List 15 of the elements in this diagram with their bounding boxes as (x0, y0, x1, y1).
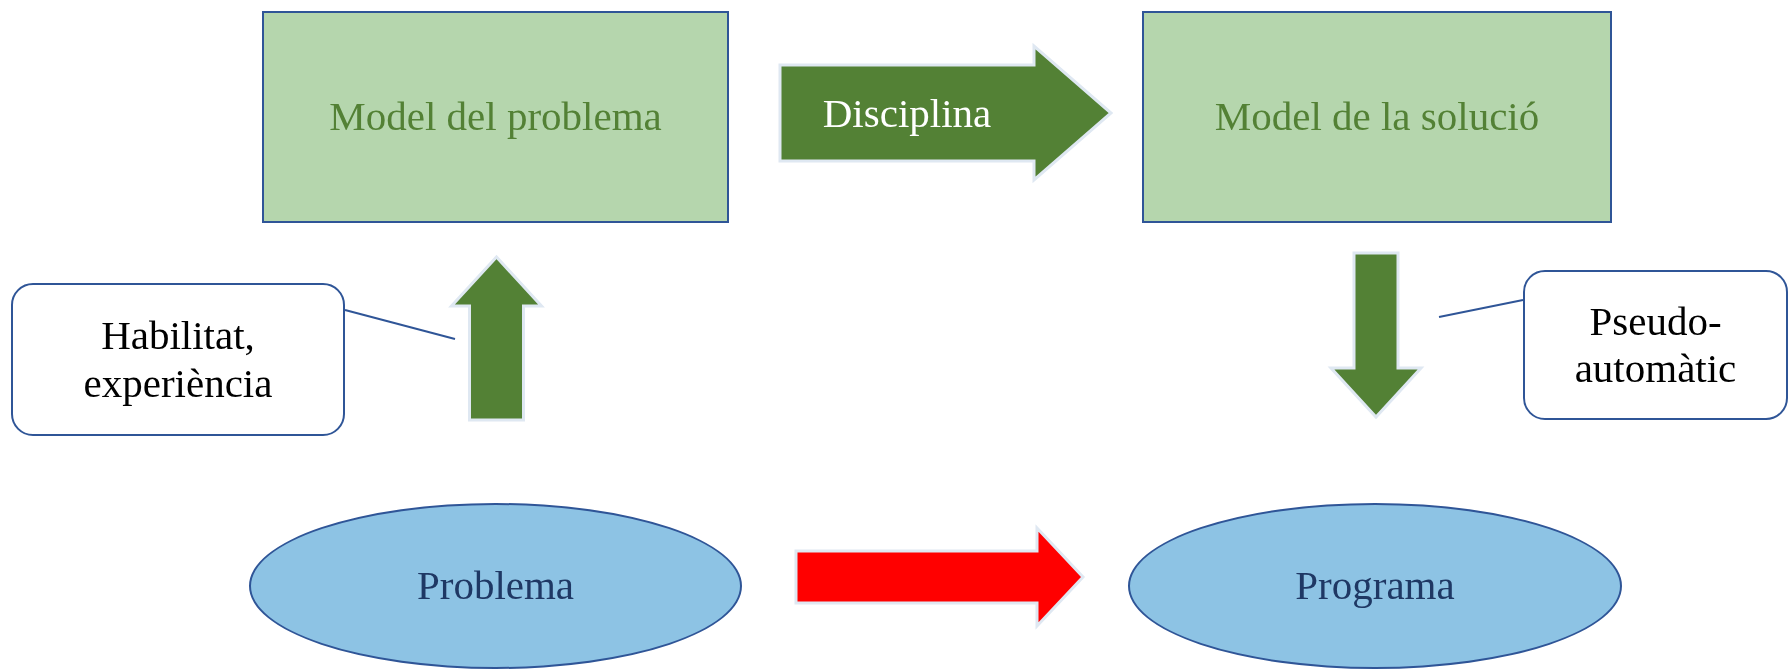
block-arrow (778, 42, 1114, 184)
callout-bubble (11, 283, 345, 436)
process-box (262, 11, 729, 223)
node-label: Problema (416, 562, 575, 610)
node-label: Habilitat, experiència (82, 312, 274, 407)
node-label: Model del problema (329, 93, 662, 141)
block-arrow (794, 524, 1086, 630)
node-label: Programa (1295, 562, 1455, 610)
block-arrow (1327, 251, 1425, 420)
node-label: Model de la solució (1214, 93, 1540, 141)
edge-label: Disciplina (822, 89, 992, 137)
node-label: Pseudo-automàtic (1573, 297, 1738, 393)
callout-bubble (1523, 270, 1788, 420)
block-arrow (448, 254, 545, 422)
process-box (1142, 11, 1612, 223)
